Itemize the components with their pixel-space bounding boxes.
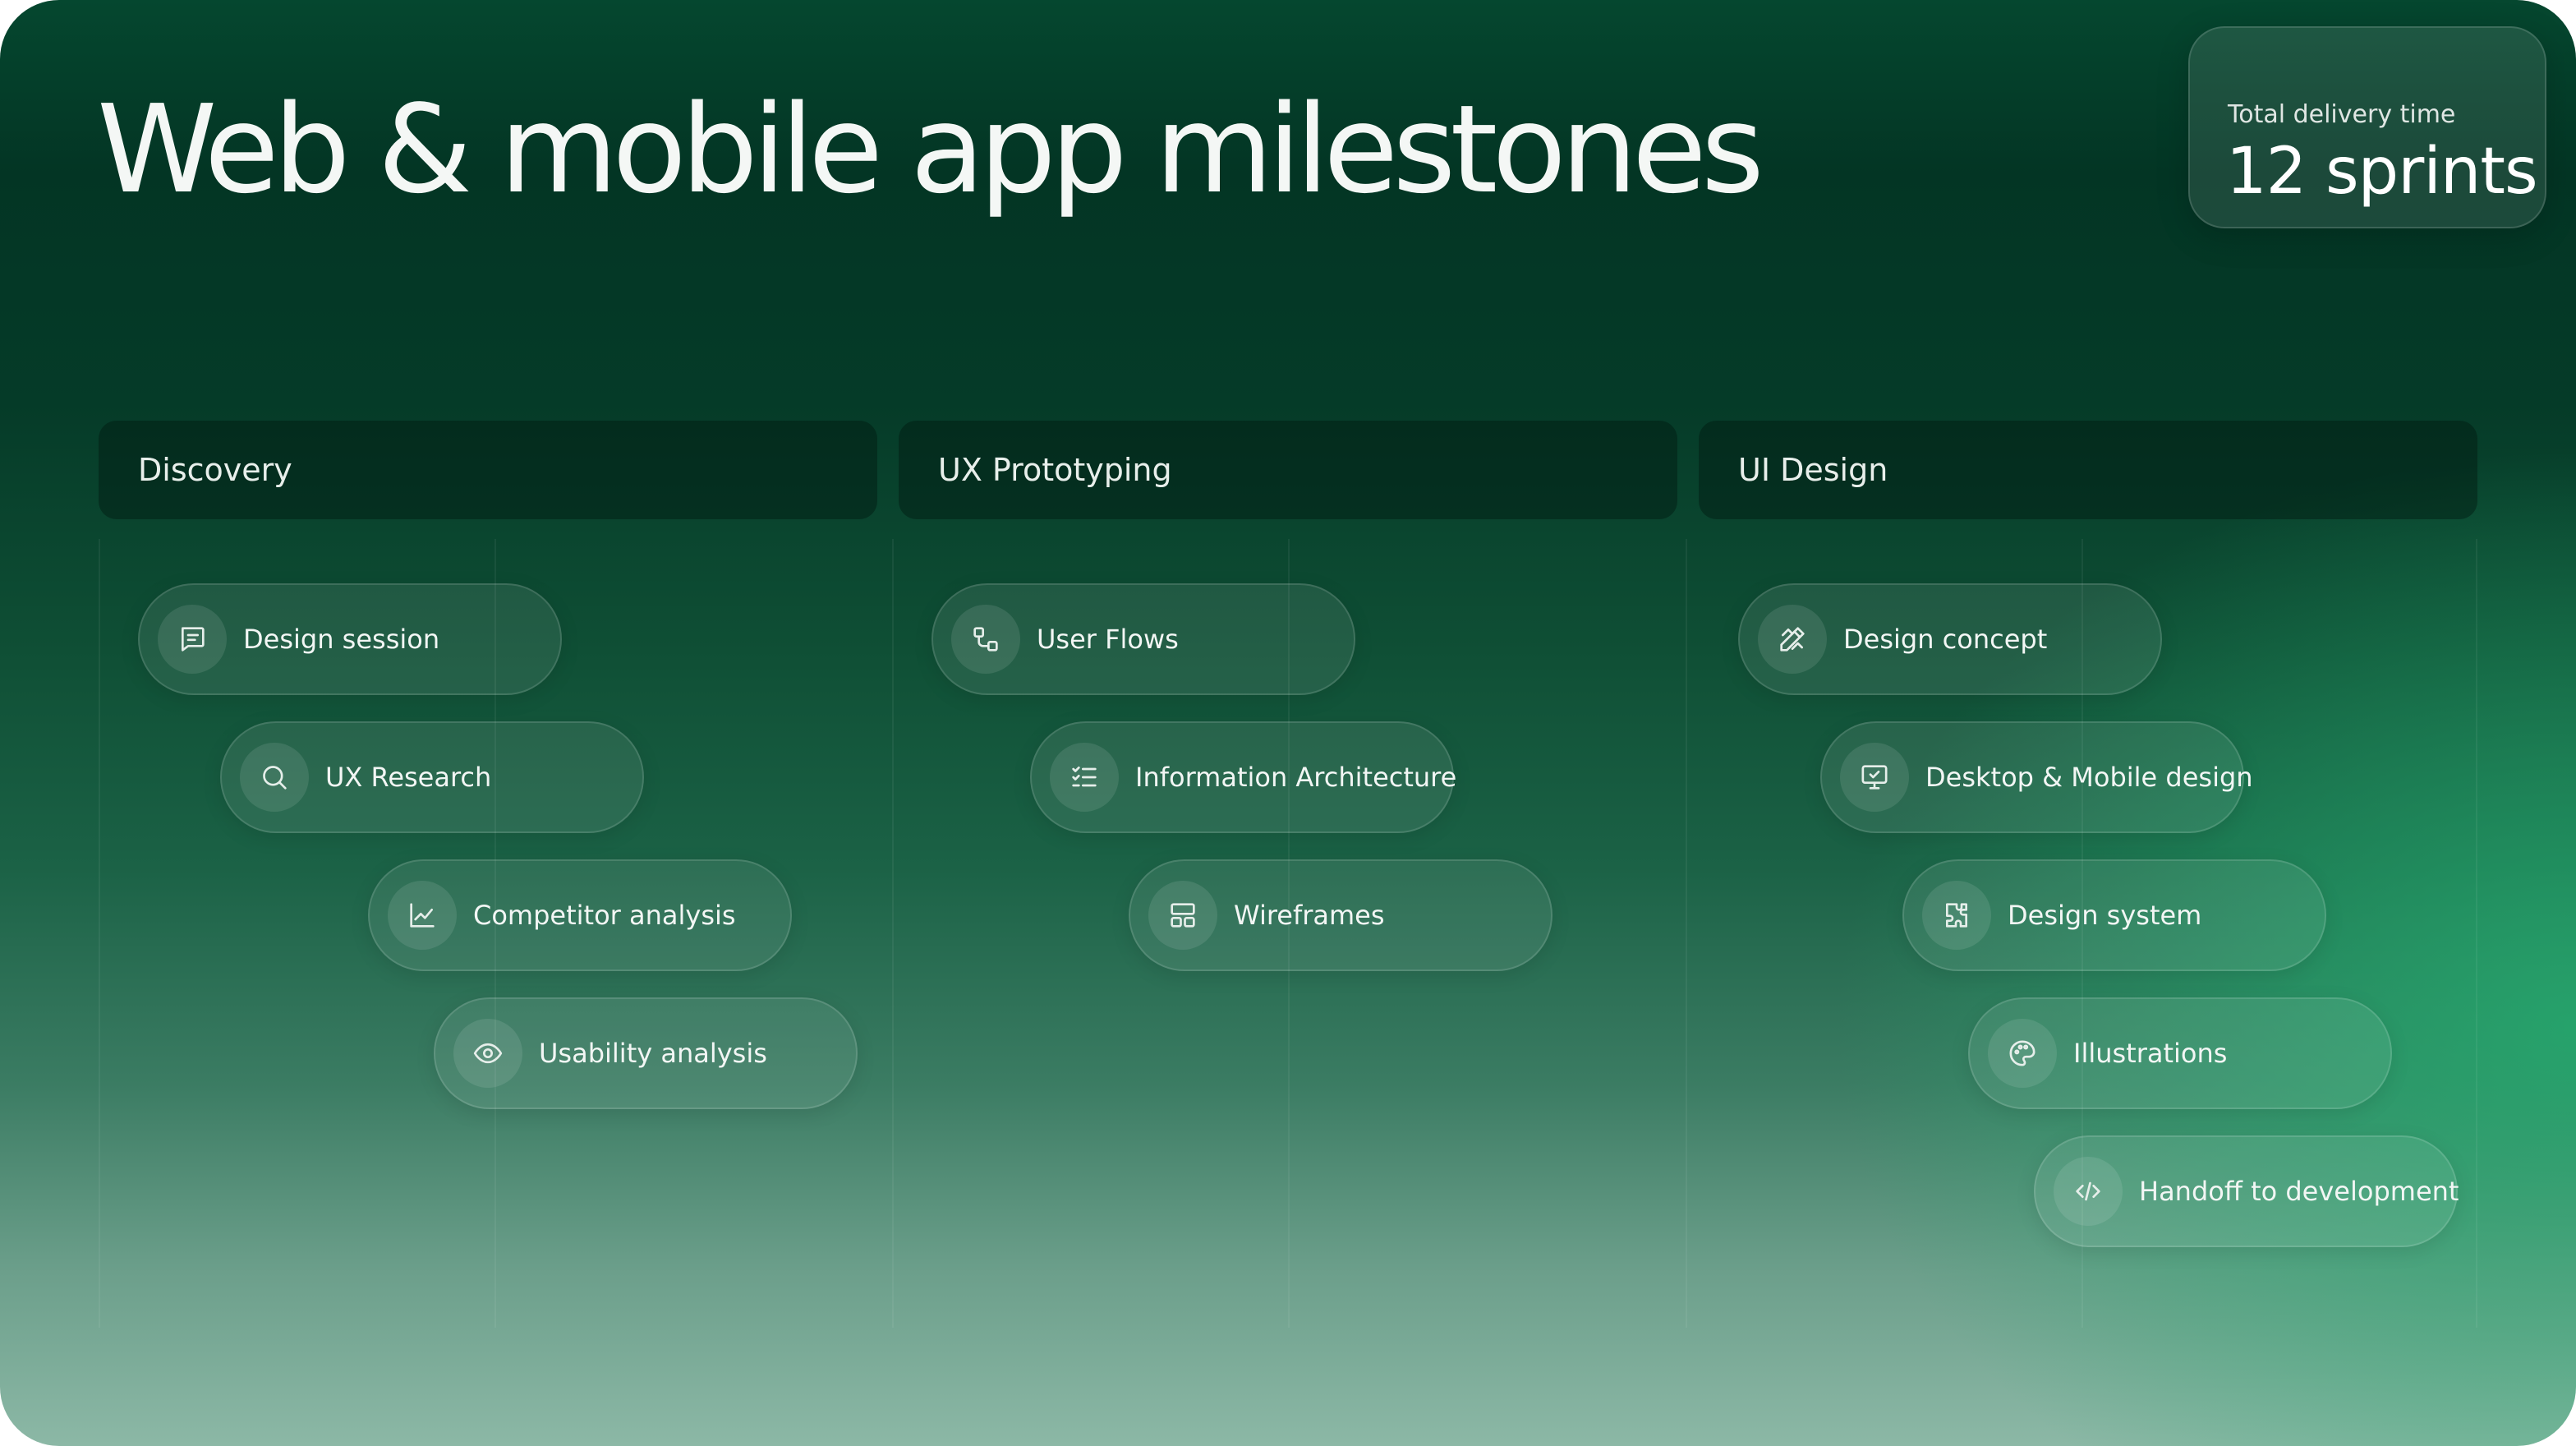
flow-icon [951,605,1020,674]
grid-line [1288,539,1290,1328]
delivery-time-value: 12 sprints [2226,135,2538,209]
milestone-design-concept[interactable]: Design concept [1738,583,2162,695]
grid-line [1686,539,1687,1328]
milestone-desktop-mobile-design[interactable]: Desktop & Mobile design [1820,721,2253,833]
milestone-design-system[interactable]: Design system [1902,859,2326,971]
phase-header-discovery: Discovery [99,421,877,519]
milestone-label: Handoff to development [2139,1176,2459,1207]
monitor-check-icon [1840,743,1909,812]
layout-icon [1148,881,1217,950]
milestone-label: Design concept [1843,624,2048,655]
milestone-information-architecture[interactable]: Information Architecture [1030,721,1457,833]
delivery-time-card: Total delivery time 12 sprints [2188,26,2546,228]
pencil-ruler-icon [1758,605,1827,674]
grid-line [2082,539,2083,1328]
grid-line [892,539,894,1328]
milestone-label: UX Research [325,762,492,793]
delivery-time-label: Total delivery time [2228,100,2456,129]
milestone-label: Wireframes [1234,900,1385,931]
code-icon [2054,1157,2123,1226]
milestone-label: Information Architecture [1135,762,1457,793]
milestone-user-flows[interactable]: User Flows [932,583,1355,695]
milestone-label: Design system [2008,900,2202,931]
milestone-label: Illustrations [2073,1038,2228,1069]
milestone-wireframes[interactable]: Wireframes [1129,859,1552,971]
milestone-label: User Flows [1037,624,1179,655]
line-chart-icon [388,881,457,950]
list-checks-icon [1050,743,1119,812]
grid-line [99,539,100,1328]
milestone-label: Usability analysis [539,1038,767,1069]
milestone-competitor-analysis[interactable]: Competitor analysis [368,859,792,971]
grid-line [494,539,496,1328]
milestone-usability-analysis[interactable]: Usability analysis [434,997,858,1109]
puzzle-icon [1922,881,1991,950]
milestone-handoff-to-development[interactable]: Handoff to development [2034,1135,2459,1247]
phase-header-ui-design: UI Design [1699,421,2477,519]
milestone-illustrations[interactable]: Illustrations [1968,997,2392,1109]
eye-icon [453,1019,522,1088]
milestone-label: Desktop & Mobile design [1925,762,2253,793]
milestone-ux-research[interactable]: UX Research [220,721,644,833]
phase-header-ux-prototyping: UX Prototyping [899,421,1677,519]
milestone-label: Competitor analysis [473,900,736,931]
milestone-label: Design session [243,624,440,655]
page-title: Web & mobile app milestones [97,79,1764,220]
milestone-design-session[interactable]: Design session [138,583,562,695]
message-square-icon [158,605,227,674]
grid-line [2476,539,2477,1328]
palette-icon [1988,1019,2057,1088]
search-icon [240,743,309,812]
